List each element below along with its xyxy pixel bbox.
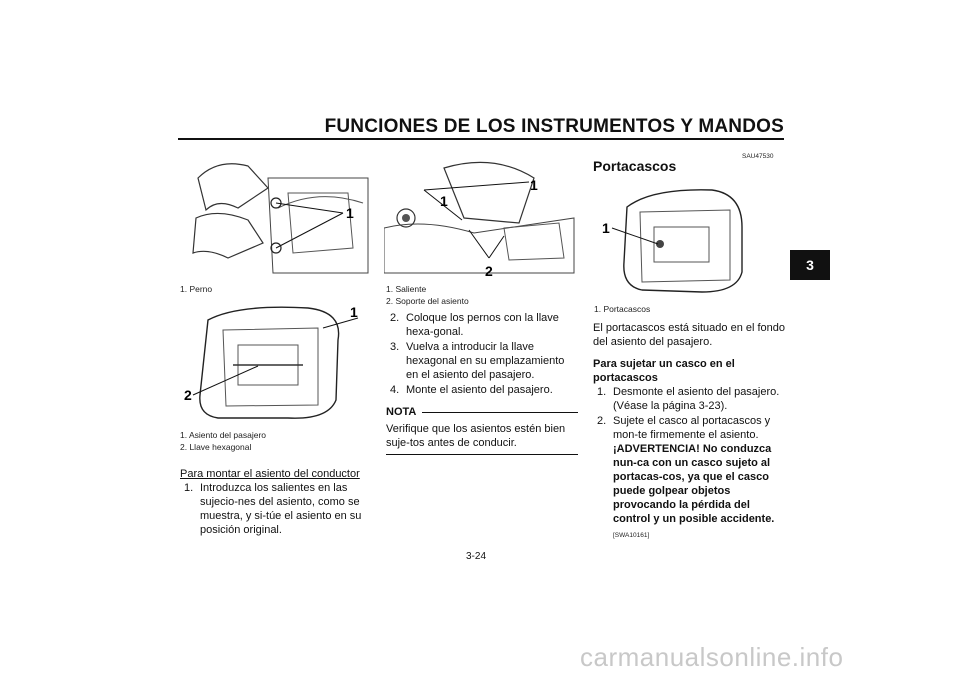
caption-item: 2. Soporte del asiento [386,296,469,306]
step-item: 1.Desmonte el asiento del pasajero. (Véa… [597,386,780,412]
fig3-callout-2: 2 [485,263,493,278]
caption-item: 1. Saliente [386,284,427,294]
fig2-callout-1: 1 [350,304,358,320]
step-item: 1.Introduzca los salientes en las sujeci… [184,482,362,536]
caption-item: 2. Llave hexagonal [180,442,252,452]
header-rule [178,138,784,140]
page-header-title: FUNCIONES DE LOS INSTRUMENTOS Y MANDOS [324,116,784,137]
nota-box: NOTA Verifique que los asientos estén bi… [386,405,578,455]
col3-subheading: Para sujetar un casco en el portacascos [593,358,735,384]
fig3-callout-1a: 1 [530,177,538,193]
warning-code: [SWA10161] [613,532,650,539]
fig3-caption: 1. Saliente 2. Soporte del asiento [386,283,469,307]
fig2-callout-2: 2 [184,387,192,403]
fig4-caption: 1. Portacascos [594,303,650,315]
caption-item: 1. Portacascos [594,304,651,314]
col3-intro: El portacascos está situado en el fondo … [593,322,786,348]
col3-text: El portacascos está situado en el fondo … [593,321,785,544]
nota-text: Verifique que los asientos estén bien su… [386,423,566,449]
col2-text: 2.Coloque los pernos con la llave hexa-g… [386,311,578,455]
caption-item: 1. Asiento del pasajero [180,430,267,440]
fig1-caption: 1. Perno [180,283,212,295]
section-title: Portacascos [593,158,677,174]
caption-item: 1. Perno [180,284,213,294]
step-item: 4.Monte el asiento del pasajero. [390,384,553,396]
col1-text: Para montar el asiento del conductor 1.I… [180,467,374,538]
step-item: 3.Vuelva a introducir la llave hexagonal… [390,341,565,381]
figure-passenger-seat-underside: 1 2 [178,300,372,425]
nota-heading: NOTA [386,405,578,419]
warning-text: ¡ADVERTENCIA! No conduzca nun-ca con un … [613,443,775,525]
page-number: 3-24 [466,551,487,562]
step-item: 2.Coloque los pernos con la llave hexa-g… [390,312,559,338]
fig3-callout-1b: 1 [440,193,448,209]
fig2-caption: 1. Asiento del pasajero 2. Llave hexagon… [180,429,266,453]
col1-heading: Para montar el asiento del conductor [180,468,360,480]
section-code: SAU47530 [742,153,774,160]
fig4-callout-1: 1 [602,220,610,236]
figure-helmet-holder: 1 [592,182,786,297]
nota-end-rule [386,454,578,455]
footer-site-watermark: carmanualsonline.info [580,642,844,672]
figure-seat-bolt: 1 [178,148,372,278]
fig1-callout-1: 1 [346,205,354,221]
step-item: 2.Sujete el casco al portacascos y mon-t… [593,414,785,543]
chapter-tab: 3 [790,250,830,280]
figure-seat-bracket: 1 1 2 [384,148,578,278]
